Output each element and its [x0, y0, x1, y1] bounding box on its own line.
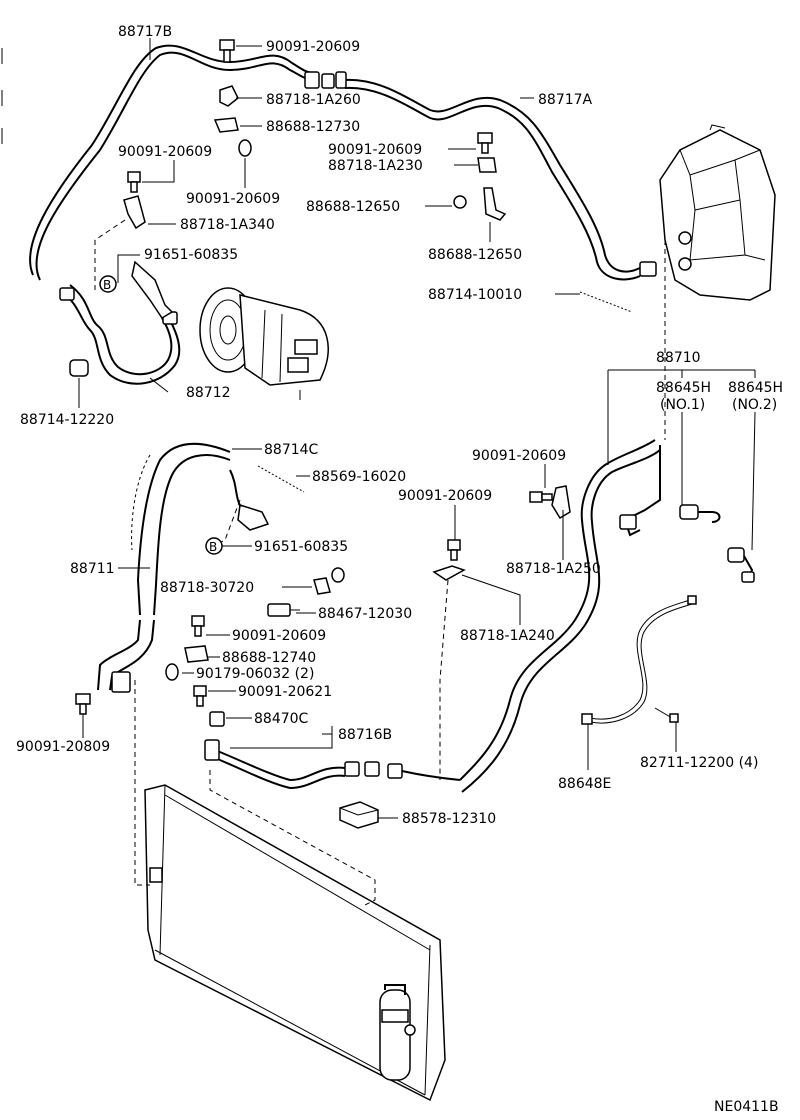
- label-88470C: 88470C: [254, 711, 309, 727]
- label-88718-1A240: 88718-1A240: [460, 628, 555, 644]
- clamp-88718-1A240: [432, 565, 466, 581]
- label-88645H-no2-sub: (NO.2): [732, 397, 777, 413]
- switch-88467-12030: [267, 603, 300, 617]
- line-88710: [459, 439, 661, 793]
- bracket-88688-12740: [184, 645, 209, 663]
- bolt-90091-20809: [75, 693, 91, 715]
- bracket-88688-12730: [213, 117, 252, 157]
- label-88718-30720: 88718-30720: [160, 580, 254, 596]
- badge-b-upper-text: B: [103, 278, 111, 292]
- clamp-88718-30720: [313, 567, 345, 595]
- label-88467-12030: 88467-12030: [318, 606, 412, 622]
- part-88714-12220: [69, 359, 89, 377]
- label-88711: 88711: [70, 561, 115, 577]
- oring-90179-06032: [165, 663, 179, 681]
- label-88718-1A340: 88718-1A340: [180, 217, 275, 233]
- cable-88648E: [581, 595, 697, 725]
- label-88710: 88710: [656, 350, 701, 366]
- label-88716B: 88716B: [338, 727, 392, 743]
- bracket-88688-12650: [483, 187, 507, 221]
- badge-b-lower-text: B: [209, 540, 217, 554]
- clamp-88718-1A260: [219, 85, 239, 107]
- label-88717B: 88717B: [118, 24, 172, 40]
- part-labels: 88717B 90091-20609 88718-1A260 88717A 88…: [16, 24, 783, 1115]
- bolt-90091-20609-lower: [191, 615, 205, 637]
- label-90091-20609-right-upper: 90091-20609: [472, 448, 566, 464]
- condenser: [144, 784, 446, 1102]
- label-90091-20621: 90091-20621: [238, 684, 332, 700]
- label-88569-16020: 88569-16020: [312, 469, 406, 485]
- badge-b-lower: B: [205, 537, 223, 555]
- bolt-90091-20609-right: [529, 491, 553, 503]
- label-88718-1A250: 88718-1A250: [506, 561, 601, 577]
- bolt-90091-20609-left: [127, 171, 141, 193]
- label-88688-12650-bracket: 88688-12650: [428, 247, 522, 263]
- sensor-88645H-no2: [727, 547, 755, 583]
- label-90091-20809: 90091-20809: [16, 739, 110, 755]
- reference-lines: [94, 219, 666, 906]
- label-88645H-no2: 88645H: [728, 380, 783, 396]
- seal-88578-12310: [339, 801, 379, 829]
- hose-88712: [59, 260, 181, 385]
- sensor-88645H-no1: [679, 504, 721, 523]
- part-88714-10010: [579, 291, 633, 313]
- label-88688-12740: 88688-12740: [222, 650, 316, 666]
- fitting-91651-60835-lower: [237, 504, 270, 531]
- label-88645H-no1-sub: (NO.1): [660, 397, 705, 413]
- evaporator-unit: [639, 124, 776, 301]
- label-88688-12650-bolt: 88688-12650: [306, 199, 400, 215]
- label-88714-12220: 88714-12220: [20, 412, 114, 428]
- label-82711-12200: 82711-12200 (4): [640, 755, 758, 771]
- label-88718-1A230: 88718-1A230: [328, 158, 423, 174]
- clamp-88718-1A250: [551, 485, 571, 520]
- hose-88717A: [344, 78, 641, 281]
- clamp-88718-1A340: [123, 195, 146, 230]
- bolt-90091-20609-top: [219, 39, 235, 63]
- label-88712: 88712: [186, 385, 231, 401]
- diagram-reference-code: NE0411B: [714, 1099, 779, 1115]
- hose-88717B: [29, 44, 316, 281]
- label-91651-60835-lower: 91651-60835: [254, 539, 348, 555]
- label-90091-20609-top: 90091-20609: [266, 39, 360, 55]
- label-90179-06032: 90179-06032 (2): [196, 666, 314, 682]
- bolt-90091-20609-mid: [477, 132, 493, 154]
- label-88578-12310: 88578-12310: [402, 811, 496, 827]
- cap-88470C: [209, 711, 225, 727]
- label-88688-12730: 88688-12730: [266, 119, 360, 135]
- label-90091-20609-lower: 90091-20609: [232, 628, 326, 644]
- leader-lines: [78, 38, 756, 819]
- clamp-88718-1A230: [477, 157, 497, 173]
- label-88648E: 88648E: [558, 776, 611, 792]
- bolt-88688-12650: [453, 195, 467, 209]
- label-88645H-no1: 88645H: [656, 380, 711, 396]
- bolt-90091-20609-center: [447, 539, 461, 561]
- badge-b-upper: B: [99, 275, 117, 293]
- bolt-90091-20621: [193, 685, 207, 707]
- bolt-82711-12200: [654, 707, 679, 723]
- label-90091-20609-left: 90091-20609: [118, 144, 212, 160]
- label-88718-1A260: 88718-1A260: [266, 92, 361, 108]
- label-88714C: 88714C: [264, 442, 319, 458]
- label-88714-10010: 88714-10010: [428, 287, 522, 303]
- label-90091-20609-center-upper: 90091-20609: [186, 191, 280, 207]
- compressor: [199, 287, 329, 400]
- pipe-88716B: [204, 739, 461, 790]
- label-88717A: 88717A: [538, 92, 593, 108]
- label-91651-60835-upper: 91651-60835: [144, 247, 238, 263]
- label-90091-20609-mid: 90091-20609: [328, 142, 422, 158]
- label-90091-20609-center: 90091-20609: [398, 488, 492, 504]
- part-88569-16020: [257, 465, 305, 493]
- hose-joint-upper: [304, 71, 347, 89]
